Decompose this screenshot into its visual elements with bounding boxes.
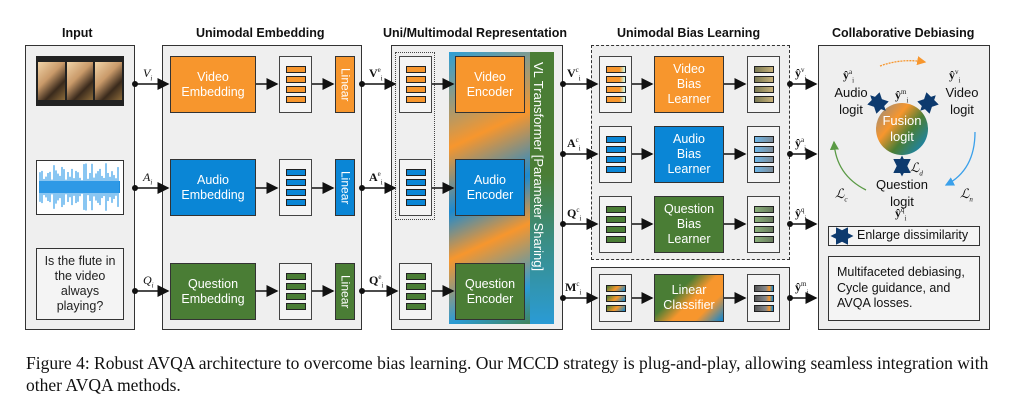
waveform-icon: [39, 163, 120, 211]
vl-transformer-band: [530, 52, 554, 324]
question-text: Is the flute in the video always playing…: [44, 254, 116, 313]
legend-enlarge-dissimilarity: Enlarge dissimilarity: [828, 226, 980, 246]
cycle-arrows: [829, 56, 976, 191]
arrows-layer: [132, 56, 976, 304]
question-text-box: Is the flute in the video always playing…: [36, 248, 124, 320]
bias-video-in-tokens: [599, 56, 632, 113]
input-label-audio: Ai: [143, 170, 153, 187]
section-title-bias-learning: Unimodal Bias Learning: [617, 26, 761, 40]
section-title-input: Input: [62, 26, 93, 40]
bias-question-in-tokens: [599, 196, 632, 253]
audio-bias-learner-block: Audio Bias Learner: [654, 126, 724, 183]
audio-encoder-block: Audio Encoder: [455, 159, 525, 216]
section-title-collaborative: Collaborative Debiasing: [832, 26, 975, 40]
audio-waveform-image: [36, 160, 124, 215]
rep-question-token-stack: [399, 263, 432, 320]
bias-question-out-tokens: [747, 196, 780, 253]
audio-embedding-block: Audio Embedding: [170, 159, 256, 216]
vl-transformer-label: VL Transformer [Parameter Sharing]: [531, 62, 546, 272]
audio-token-stack: [279, 159, 312, 216]
loss-c-label: ℒc: [835, 186, 848, 204]
section-title-representation: Uni/Multimodal Representation: [383, 26, 568, 40]
rep-audio-token-stack: [399, 159, 432, 216]
rep-video-token-stack: [399, 56, 432, 113]
summary-text: Multifaceted debiasing, Cycle guidance, …: [837, 265, 965, 310]
cd-y-fusion: ŷmi: [895, 88, 909, 105]
rep-label-video: Vci: [567, 66, 581, 83]
dissimilarity-arrows: [830, 92, 939, 245]
emb-label-video: Vei: [369, 66, 383, 83]
bias-label-question: ŷqi: [795, 206, 807, 223]
figure-caption: Figure 4: Robust AVQA architecture to ov…: [26, 353, 989, 395]
bias-audio-in-tokens: [599, 126, 632, 183]
emb-label-question: Qei: [369, 273, 384, 290]
question-encoder-block: Question Encoder: [455, 263, 525, 320]
input-label-question: Qi: [143, 273, 154, 290]
section-title-unimodal-embedding: Unimodal Embedding: [196, 26, 325, 40]
flow-arrows: [135, 78, 818, 304]
video-token-stack: [279, 56, 312, 113]
audio-logit-label: Audio logit: [834, 85, 868, 117]
legend-text: Enlarge dissimilarity: [857, 228, 969, 242]
shared-token-group-dotted: [395, 52, 435, 220]
rep-label-audio: Aci: [567, 136, 581, 153]
bias-label-video: ŷvi: [795, 66, 807, 83]
bias-video-out-tokens: [747, 56, 780, 113]
bias-label-audio: ŷai: [795, 136, 807, 153]
video-linear-block: Linear: [335, 56, 355, 113]
junction-dots: [132, 81, 793, 301]
video-frames-image: [36, 56, 124, 106]
input-label-video: Vi: [143, 66, 153, 83]
classifier-in-tokens: [599, 274, 632, 322]
cd-y-question: ŷqi: [895, 206, 907, 223]
question-embedding-block: Question Embedding: [170, 263, 256, 320]
cd-y-audio: ŷai: [843, 68, 855, 85]
fusion-logit-label: Fusion logit: [882, 113, 922, 144]
linear-classifier-block: Linear Classifier: [654, 274, 724, 322]
classifier-out-tokens: [747, 274, 780, 322]
question-token-stack: [279, 263, 312, 320]
loss-d-label: ℒd: [910, 160, 923, 178]
question-bias-learner-block: Question Bias Learner: [654, 196, 724, 253]
summary-box: Multifaceted debiasing, Cycle guidance, …: [828, 256, 980, 321]
bias-audio-out-tokens: [747, 126, 780, 183]
cd-y-video: ŷvi: [949, 68, 961, 85]
video-logit-label: Video logit: [945, 85, 979, 117]
video-encoder-block: Video Encoder: [455, 56, 525, 113]
video-embedding-block: Video Embedding: [170, 56, 256, 113]
loss-n-label: ℒn: [960, 186, 973, 204]
emb-label-audio: Aei: [369, 170, 383, 187]
video-bias-learner-block: Video Bias Learner: [654, 56, 724, 113]
rep-label-question: Qci: [567, 206, 582, 223]
rep-label-multi: Mci: [565, 280, 582, 297]
question-logit-label: Question logit: [875, 177, 929, 209]
audio-linear-block: Linear: [335, 159, 355, 216]
question-linear-block: Linear: [335, 263, 355, 320]
